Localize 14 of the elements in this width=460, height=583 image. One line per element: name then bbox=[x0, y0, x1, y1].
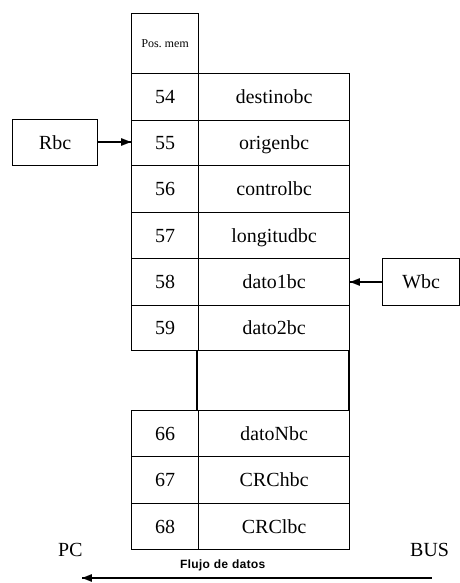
register-cell: CRClbc bbox=[198, 503, 350, 550]
address-cell: 59 bbox=[131, 305, 199, 351]
gap-box bbox=[196, 350, 350, 411]
flow-label: Flujo de datos bbox=[180, 558, 266, 570]
register-cell: destinobc bbox=[198, 73, 350, 121]
endpoint-label: BUS bbox=[410, 540, 449, 560]
address-cell: 66 bbox=[131, 410, 199, 457]
register-box: Rbc bbox=[12, 119, 98, 166]
endpoint-label: PC bbox=[58, 540, 82, 560]
header-cell: Pos. mem bbox=[131, 13, 199, 74]
arrow bbox=[97, 138, 131, 146]
register-box: Wbc bbox=[382, 258, 460, 306]
arrow bbox=[350, 278, 382, 286]
address-cell: 68 bbox=[131, 503, 199, 550]
